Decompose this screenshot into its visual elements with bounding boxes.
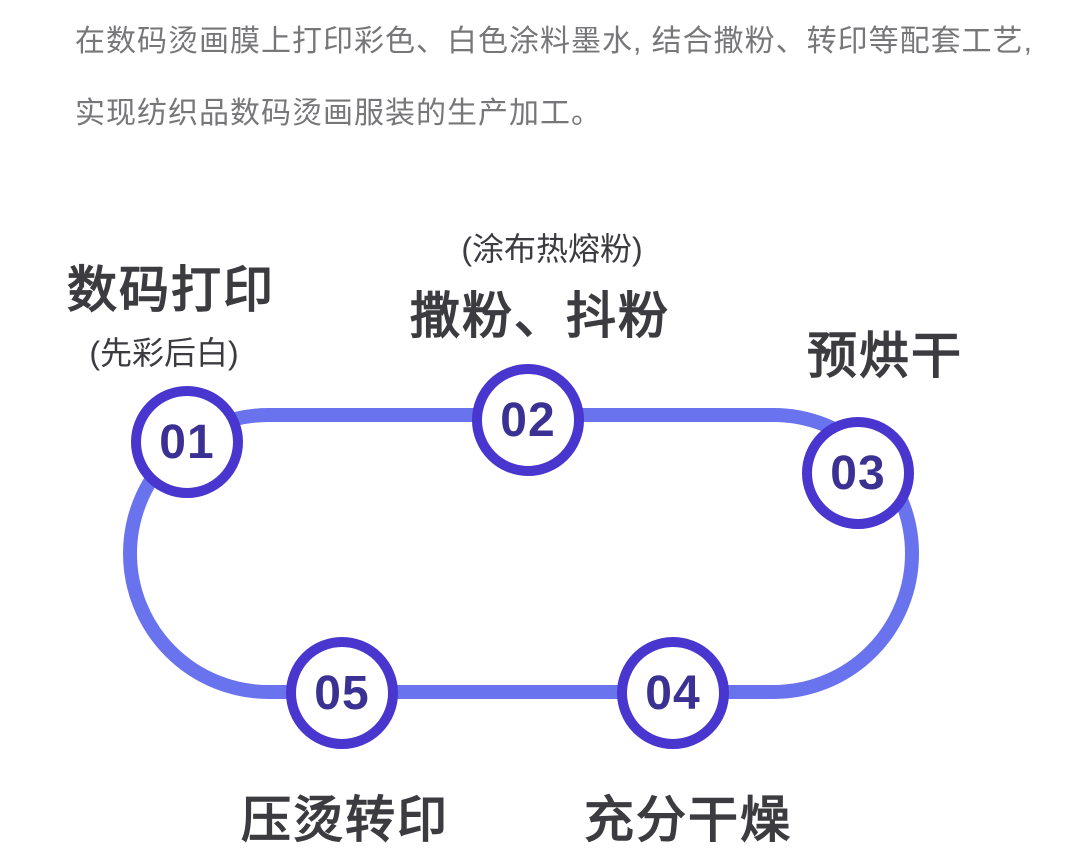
step-number-04: 04 <box>645 666 701 720</box>
step-label-heat-press-transfer: 压烫转印 <box>241 792 449 848</box>
step-node-04: 04 <box>617 637 729 749</box>
intro-line-2: 实现纺织品数码烫画服装的生产加工。 <box>75 97 602 130</box>
intro-line-1: 在数码烫画膜上打印彩色、白色涂料墨水, 结合撒粉、转印等配套工艺, <box>75 25 1034 58</box>
step-label-full-dry: 充分干燥 <box>584 792 792 848</box>
step-number-01: 01 <box>159 415 215 469</box>
step-node-02: 02 <box>472 364 584 476</box>
step-sublabel-hot-melt-powder: (涂布热熔粉) <box>461 231 643 267</box>
step-node-05: 05 <box>286 637 398 749</box>
step-node-03: 03 <box>802 417 914 529</box>
step-sublabel-color-then-white: (先彩后白) <box>89 335 239 371</box>
step-number-03: 03 <box>830 446 886 500</box>
step-number-02: 02 <box>500 393 556 447</box>
step-label-powder-shake: 撒粉、抖粉 <box>410 288 670 344</box>
step-number-05: 05 <box>314 666 370 720</box>
step-node-01: 01 <box>131 386 243 498</box>
step-label-digital-print: 数码打印 <box>67 262 275 318</box>
step-label-pre-dry: 预烘干 <box>807 328 963 384</box>
